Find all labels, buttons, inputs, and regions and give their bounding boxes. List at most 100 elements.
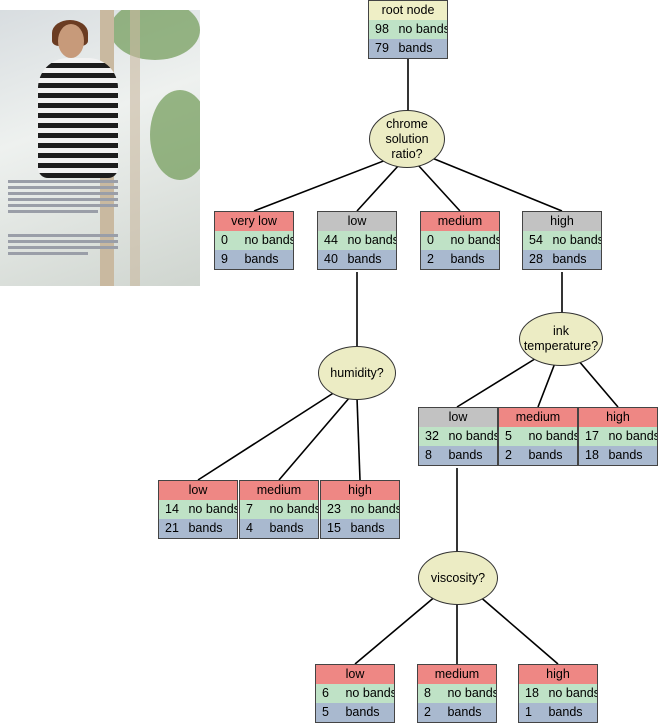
node-header: root node	[369, 1, 447, 20]
bands-label: bands	[345, 705, 380, 719]
bands-label: bands	[552, 252, 587, 266]
bands-count: 15	[327, 521, 341, 535]
node-header: medium	[418, 665, 496, 684]
node-viscosity-medium: medium 8 no bands 2 bands	[417, 664, 497, 723]
node-ink-low: low 32 no bands 8 bands	[418, 407, 498, 466]
no-bands-row: 8 no bands	[418, 684, 496, 703]
node-humidity-low: low 14 no bands 21 bands	[158, 480, 238, 539]
bands-count: 2	[424, 705, 431, 719]
node-chrome-very-low: very low 0 no bands 9 bands	[214, 211, 294, 270]
question-viscosity: viscosity?	[418, 551, 498, 605]
bands-count: 40	[324, 252, 338, 266]
node-chrome-high: high 54 no bands 28 bands	[522, 211, 602, 270]
bands-row: 79 bands	[369, 39, 447, 58]
node-viscosity-high: high 18 no bands 1 bands	[518, 664, 598, 723]
edge-chrome-medium	[417, 164, 461, 212]
bands-count: 2	[505, 448, 512, 462]
magazine-photo	[0, 10, 200, 286]
no-bands-row: 98 no bands	[369, 20, 447, 39]
node-header: low	[419, 408, 497, 427]
question-humidity: humidity?	[318, 346, 396, 400]
no-bands-label: no bands	[398, 22, 447, 36]
node-header: low	[318, 212, 396, 231]
bands-row: 2 bands	[421, 250, 499, 269]
bands-count: 28	[529, 252, 543, 266]
node-header: very low	[215, 212, 293, 231]
bands-row: 2 bands	[418, 703, 496, 722]
no-bands-row: 32 no bands	[419, 427, 497, 446]
bands-row: 5 bands	[316, 703, 394, 722]
bands-row: 9 bands	[215, 250, 293, 269]
bands-count: 5	[322, 705, 329, 719]
bands-count: 2	[427, 252, 434, 266]
node-viscosity-low: low 6 no bands 5 bands	[315, 664, 395, 723]
no-bands-label: no bands	[188, 502, 237, 516]
no-bands-label: no bands	[350, 502, 399, 516]
no-bands-label: no bands	[447, 686, 496, 700]
no-bands-row: 0 no bands	[215, 231, 293, 250]
no-bands-row: 17 no bands	[579, 427, 657, 446]
node-header: high	[579, 408, 657, 427]
node-header: high	[321, 481, 399, 500]
bands-row: 8 bands	[419, 446, 497, 465]
no-bands-count: 7	[246, 502, 253, 516]
bands-count: 79	[375, 41, 389, 55]
root-node: root node 98 no bands 79 bands	[368, 0, 448, 59]
no-bands-label: no bands	[269, 502, 318, 516]
no-bands-count: 18	[525, 686, 539, 700]
bands-label: bands	[188, 521, 223, 535]
node-header: high	[523, 212, 601, 231]
no-bands-count: 98	[375, 22, 389, 36]
bands-row: 1 bands	[519, 703, 597, 722]
no-bands-row: 5 no bands	[499, 427, 577, 446]
no-bands-label: no bands	[552, 233, 601, 247]
node-chrome-low: low 44 no bands 40 bands	[317, 211, 397, 270]
bands-row: 18 bands	[579, 446, 657, 465]
node-header: low	[159, 481, 237, 500]
edge-humidity-high	[356, 397, 361, 481]
edge-ink-high	[577, 359, 619, 408]
no-bands-row: 44 no bands	[318, 231, 396, 250]
bands-count: 1	[525, 705, 532, 719]
edge-ink-low	[456, 356, 539, 408]
node-chrome-medium: medium 0 no bands 2 bands	[420, 211, 500, 270]
edge-humidity-low	[197, 391, 336, 481]
no-bands-row: 14 no bands	[159, 500, 237, 519]
node-header: low	[316, 665, 394, 684]
no-bands-label: no bands	[548, 686, 597, 700]
edge-ink-medium	[537, 362, 556, 408]
edge-chrome-low	[356, 164, 400, 212]
node-ink-high: high 17 no bands 18 bands	[578, 407, 658, 466]
bands-label: bands	[350, 521, 385, 535]
node-humidity-medium: medium 7 no bands 4 bands	[239, 480, 319, 539]
bands-label: bands	[548, 705, 583, 719]
bands-row: 15 bands	[321, 519, 399, 538]
bands-label: bands	[398, 41, 433, 55]
bands-count: 8	[425, 448, 432, 462]
node-header: medium	[421, 212, 499, 231]
no-bands-label: no bands	[244, 233, 293, 247]
question-chrome-solution-ratio: chrome solution ratio?	[369, 110, 445, 168]
node-header: medium	[499, 408, 577, 427]
no-bands-row: 6 no bands	[316, 684, 394, 703]
edge-viscosity-high	[477, 594, 559, 665]
bands-count: 9	[221, 252, 228, 266]
no-bands-label: no bands	[448, 429, 497, 443]
no-bands-label: no bands	[345, 686, 394, 700]
edge-chrome-verylow	[253, 159, 387, 212]
no-bands-count: 44	[324, 233, 338, 247]
bands-label: bands	[608, 448, 643, 462]
no-bands-row: 18 no bands	[519, 684, 597, 703]
bands-row: 2 bands	[499, 446, 577, 465]
bands-row: 28 bands	[523, 250, 601, 269]
edge-chrome-high	[431, 157, 563, 212]
bands-label: bands	[447, 705, 482, 719]
bands-label: bands	[269, 521, 304, 535]
no-bands-count: 32	[425, 429, 439, 443]
no-bands-count: 8	[424, 686, 431, 700]
no-bands-label: no bands	[450, 233, 499, 247]
edge-humidity-medium	[278, 396, 351, 481]
no-bands-count: 0	[221, 233, 228, 247]
no-bands-label: no bands	[528, 429, 577, 443]
